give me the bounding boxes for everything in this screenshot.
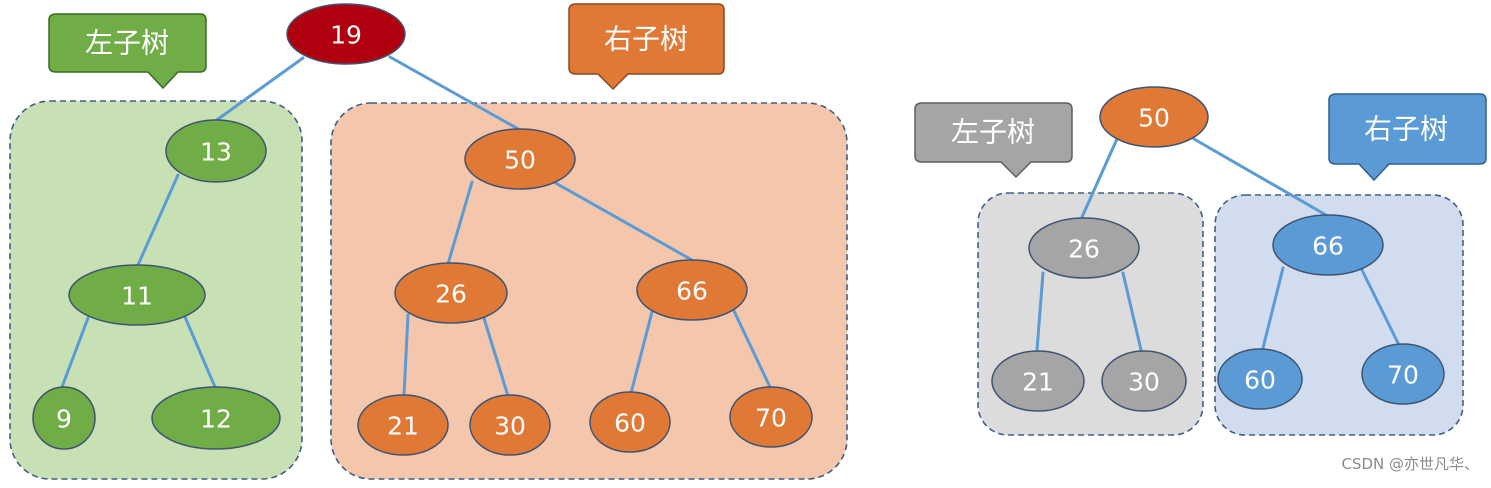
tree-2-left-callout: 左子树 — [914, 102, 1073, 179]
tree-1-left-callout-label: 左子树 — [85, 27, 169, 60]
node-value: 30 — [1128, 368, 1160, 397]
edge-19-50 — [388, 55, 522, 132]
tree-1-right-subtree-region — [330, 102, 848, 480]
node-value: 26 — [1068, 235, 1100, 264]
tree-2: 左子树 右子树 50 26 21 — [914, 86, 1487, 436]
node-value: 50 — [1138, 104, 1170, 133]
node-value: 21 — [387, 412, 419, 441]
node-value: 50 — [504, 146, 536, 175]
tree-node-50: 50 — [464, 128, 576, 190]
node-value: 66 — [1312, 232, 1344, 261]
tree-2-right-callout: 右子树 — [1328, 93, 1487, 182]
tree-2-right-callout-label: 右子树 — [1364, 113, 1448, 146]
tree-1-right-callout-label: 右子树 — [604, 23, 688, 56]
node-value: 12 — [200, 405, 232, 434]
edge-11-9 — [60, 316, 90, 389]
tree-node-30: 30 — [469, 394, 551, 456]
tree-node-19: 19 — [286, 3, 406, 65]
edge-19-13 — [212, 56, 305, 124]
tree-node-12: 12 — [151, 386, 281, 450]
node-value: 21 — [1022, 368, 1054, 397]
tree-node-70: 70 — [1361, 343, 1445, 405]
node-value: 70 — [755, 404, 787, 433]
tree-1-left-callout: 左子树 — [48, 13, 207, 90]
tree-node-60: 60 — [1217, 348, 1303, 410]
edge-50-66 — [1192, 137, 1328, 217]
node-value: 60 — [614, 409, 646, 438]
tree-node-66: 66 — [636, 259, 748, 321]
edge-26-21 — [402, 313, 410, 397]
edge-66-60 — [1261, 266, 1285, 350]
tree-node-60: 60 — [589, 391, 671, 453]
node-value: 26 — [435, 280, 467, 309]
node-value: 70 — [1387, 361, 1419, 390]
edge-66-60 — [629, 310, 654, 395]
node-value: 9 — [56, 405, 72, 434]
node-value: 66 — [676, 277, 708, 306]
edge-66-70 — [1358, 264, 1400, 345]
node-value: 30 — [494, 412, 526, 441]
watermark: CSDN @亦世凡华、 — [1341, 455, 1479, 473]
edge-13-11 — [136, 173, 180, 267]
tree-node-70: 70 — [729, 386, 813, 448]
edge-50-26 — [446, 180, 474, 266]
edge-26-21 — [1035, 271, 1045, 352]
tree-node-21: 21 — [991, 350, 1085, 412]
node-value: 60 — [1244, 366, 1276, 395]
tree-node-50: 50 — [1099, 86, 1209, 148]
tree-node-66: 66 — [1272, 214, 1384, 276]
edge-50-66 — [550, 179, 694, 262]
edge-26-30 — [1121, 271, 1143, 352]
tree-node-30: 30 — [1101, 350, 1187, 412]
tree-node-11: 11 — [68, 264, 206, 326]
tree-node-13: 13 — [165, 119, 267, 183]
edge-66-70 — [732, 309, 772, 389]
edge-50-26 — [1080, 137, 1119, 219]
tree-2-left-callout-label: 左子树 — [951, 116, 1035, 149]
edge-11-12 — [183, 315, 217, 389]
node-value: 19 — [330, 21, 362, 50]
node-value: 13 — [200, 138, 232, 167]
tree-node-26: 26 — [1028, 217, 1140, 279]
tree-1-right-callout: 右子树 — [568, 3, 725, 91]
edge-26-30 — [481, 313, 510, 398]
tree-1: 左子树 右子树 19 13 — [9, 3, 848, 480]
tree-node-21: 21 — [357, 394, 449, 456]
node-value: 11 — [121, 282, 153, 311]
tree-node-9: 9 — [32, 386, 96, 450]
tree-node-26: 26 — [394, 262, 508, 324]
